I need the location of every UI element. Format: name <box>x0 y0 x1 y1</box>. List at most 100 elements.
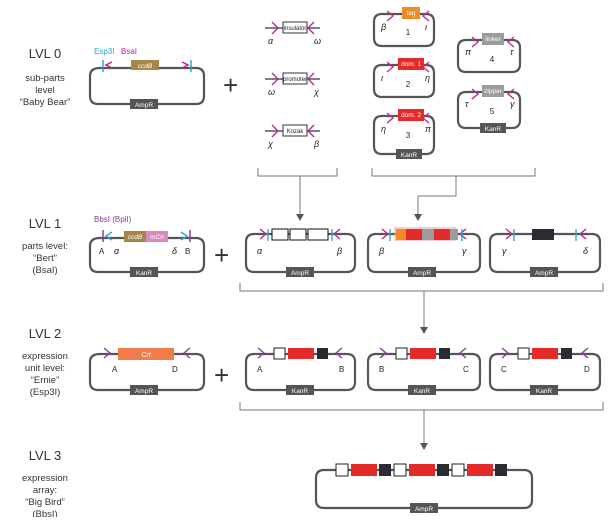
svg-text:π: π <box>465 47 472 57</box>
svg-text:β: β <box>313 139 319 149</box>
svg-text:π: π <box>425 124 432 134</box>
lvl0-promoter-part: promoter ω χ <box>265 72 320 97</box>
bbsi-label: BbsI (BpiI) <box>94 215 132 224</box>
level-title: LVL 3 <box>29 448 62 463</box>
svg-text:C: C <box>463 365 469 374</box>
svg-text:ω: ω <box>268 87 275 97</box>
lvl0-insulator-part: insulator α ω <box>265 21 321 46</box>
cut-site-marker <box>102 60 192 72</box>
svg-text:γ: γ <box>462 246 467 256</box>
lvl1-destination-plasmid: BbsI (BpiI) ccdB mCh A α δ B KanR <box>88 215 206 277</box>
lvl1-part-plasmid-gamma-delta: γ δ AmpR <box>488 228 602 277</box>
plasmid-backbone <box>88 66 206 106</box>
svg-text:AmpR: AmpR <box>135 388 153 395</box>
svg-text:B: B <box>339 365 344 374</box>
svg-text:3: 3 <box>406 131 411 140</box>
lvl1-to-lvl2-connector <box>239 283 604 334</box>
kanr-marker <box>408 385 436 395</box>
svg-text:γ: γ <box>502 246 507 256</box>
lvl2-destination-plasmid: Crt A D AmpR <box>88 347 206 395</box>
svg-text:KanR: KanR <box>485 126 502 133</box>
ampr-marker <box>530 267 558 277</box>
svg-text:Crt: Crt <box>141 352 151 359</box>
level-2-label: LVL 2 expression unit level: “Ernie” (Es… <box>22 326 68 398</box>
lvl3-expression-array-plasmid: AmpR <box>314 463 534 513</box>
svg-text:B: B <box>379 365 384 374</box>
lvl2-expression-unit-c-d: C D KanR <box>488 347 602 395</box>
ampr-marker <box>408 267 436 277</box>
svg-text:η: η <box>425 73 430 83</box>
plus-sign: + <box>214 360 229 390</box>
svg-text:linker: linker <box>485 36 501 43</box>
lvl1-part-plasmid-alpha-beta: α β AmpR <box>244 228 357 277</box>
svg-text:“Big Bird”: “Big Bird” <box>25 497 65 508</box>
svg-text:“Baby Bear”: “Baby Bear” <box>20 97 71 108</box>
lvl0-zipper-plasmid: zipper τ γ 5 KanR <box>456 85 522 133</box>
svg-text:τ: τ <box>510 47 514 57</box>
svg-text:KanR: KanR <box>414 388 431 395</box>
svg-text:KanR: KanR <box>401 152 418 159</box>
svg-text:expression: expression <box>22 473 68 484</box>
lvl0-tag-plasmid: tag β ι 1 <box>372 7 436 48</box>
svg-text:A: A <box>257 365 263 374</box>
svg-text:parts level:: parts level: <box>22 241 68 252</box>
svg-text:unit level:: unit level: <box>25 363 65 374</box>
svg-text:A: A <box>99 247 105 256</box>
svg-text:(BsaI): (BsaI) <box>32 265 57 276</box>
svg-text:AmpR: AmpR <box>135 102 153 109</box>
plus-sign: + <box>214 240 229 270</box>
svg-text:χ: χ <box>267 139 274 149</box>
svg-text:4: 4 <box>490 55 495 64</box>
lvl0-dom2-plasmid: dom. 2 η π 3 KanR <box>372 109 436 159</box>
lvl0-kozak-part: Kozak χ β <box>265 124 320 149</box>
level-title: LVL 2 <box>29 326 62 341</box>
svg-text:ι: ι <box>381 73 383 83</box>
svg-text:“Ernie”: “Ernie” <box>31 375 60 386</box>
svg-text:5: 5 <box>490 107 495 116</box>
lvl2-to-lvl3-connector <box>239 402 604 450</box>
svg-text:level: level <box>35 85 55 96</box>
svg-text:AmpR: AmpR <box>291 270 309 277</box>
svg-text:B: B <box>185 247 190 256</box>
svg-text:mCh: mCh <box>150 234 164 241</box>
lvl0-linker-plasmid: linker π τ 4 <box>456 33 522 74</box>
svg-text:AmpR: AmpR <box>415 506 433 513</box>
lvl1-part-plasmid-beta-gamma: β γ AmpR <box>366 227 482 277</box>
svg-text:γ: γ <box>510 99 515 109</box>
svg-text:C: C <box>501 365 507 374</box>
svg-text:array:: array: <box>33 485 57 496</box>
svg-text:KanR: KanR <box>536 388 553 395</box>
svg-text:sub-parts: sub-parts <box>25 73 65 84</box>
svg-text:dom. 2: dom. 2 <box>401 112 421 119</box>
svg-text:1: 1 <box>406 28 411 37</box>
ccdb-block <box>131 60 159 70</box>
svg-text:δ: δ <box>583 246 589 256</box>
svg-text:ccdB: ccdB <box>138 63 153 70</box>
level-1-label: LVL 1 parts level: “Bert” (BsaI) <box>22 216 68 276</box>
svg-text:α: α <box>268 36 274 46</box>
plasmid-backbone <box>314 468 534 510</box>
svg-text:expression: expression <box>22 351 68 362</box>
kanr-marker <box>396 149 422 159</box>
esp3i-label: Esp3I <box>94 47 114 56</box>
plus-sign: + <box>223 70 238 100</box>
svg-text:ccdB: ccdB <box>128 234 143 241</box>
svg-text:χ: χ <box>313 87 320 97</box>
svg-text:β: β <box>380 22 386 32</box>
level-3-label: LVL 3 expression array: “Big Bird” (BbsI… <box>22 448 68 520</box>
svg-text:AmpR: AmpR <box>535 270 553 277</box>
lvl2-expression-unit-a-b: A B KanR <box>244 347 357 395</box>
svg-text:α: α <box>257 246 263 256</box>
kanr-marker <box>286 385 314 395</box>
svg-text:insulator: insulator <box>284 26 307 32</box>
svg-text:α: α <box>114 246 120 256</box>
svg-text:D: D <box>172 365 178 374</box>
svg-text:(BbsI): (BbsI) <box>32 509 57 517</box>
kanr-marker <box>130 267 158 277</box>
svg-text:Kozak: Kozak <box>287 129 305 135</box>
svg-text:δ: δ <box>172 246 178 256</box>
plasmid-backbone <box>88 352 206 392</box>
svg-text:(Esp3I): (Esp3I) <box>30 387 61 398</box>
svg-text:A: A <box>112 365 118 374</box>
